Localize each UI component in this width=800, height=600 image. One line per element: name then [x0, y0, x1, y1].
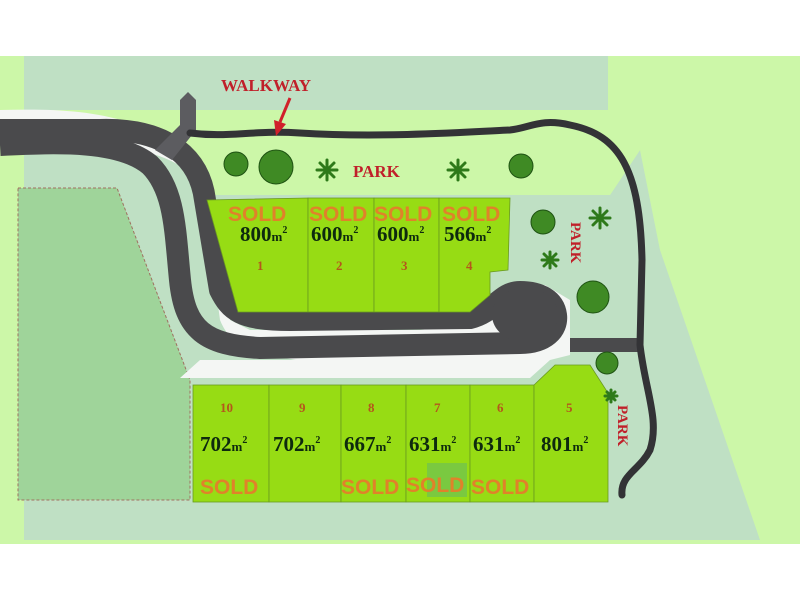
park-label-top: PARK — [353, 162, 400, 181]
lot-8[interactable] — [340, 384, 407, 503]
lot-10[interactable] — [192, 384, 270, 503]
lot-4-number: 4 — [466, 258, 473, 273]
sold-badge-lot-4: SOLD — [442, 203, 501, 226]
lot-10-area: 702m2 — [200, 432, 248, 456]
lot-5-area: 801m2 — [541, 432, 589, 456]
sold-badge-lot-7: SOLD — [406, 474, 465, 497]
cul-de-sac — [492, 288, 558, 342]
lot-9-number: 9 — [299, 400, 306, 415]
lot-6[interactable] — [469, 384, 535, 503]
reserve-top — [24, 56, 608, 110]
sold-badge-lot-2: SOLD — [309, 203, 368, 226]
sold-badge-lot-3: SOLD — [374, 203, 433, 226]
lot-2-number: 2 — [336, 258, 343, 273]
lot-4-area: 566m2 — [444, 222, 492, 246]
arrow-icon — [274, 97, 292, 136]
lot-8-area: 667m2 — [344, 432, 392, 456]
walkway-label: WALKWAY — [221, 76, 312, 95]
lot-7-area: 631m2 — [409, 432, 457, 456]
lot-6-area: 631m2 — [473, 432, 521, 456]
lot-7-number: 7 — [434, 400, 441, 415]
lot-1-number: 1 — [257, 258, 264, 273]
park-label-right: PARK — [567, 222, 583, 264]
lot-10-number: 10 — [220, 400, 233, 415]
lot-1-area: 800m2 — [240, 222, 288, 246]
lot-2-area: 600m2 — [311, 222, 359, 246]
lot-5-number: 5 — [566, 400, 573, 415]
lot-3-area: 600m2 — [377, 222, 425, 246]
lot-8-number: 8 — [368, 400, 375, 415]
road-link — [570, 338, 640, 352]
palm-icon — [315, 158, 619, 404]
walkway-branch — [155, 92, 196, 160]
lot-3-number: 3 — [401, 258, 408, 273]
lot-4[interactable] — [438, 197, 511, 313]
sold-badge-lot-10: SOLD — [200, 476, 259, 499]
tree-icon — [223, 149, 619, 375]
walkway-path — [186, 119, 657, 499]
lot-9-area: 702m2 — [273, 432, 321, 456]
lot-2[interactable] — [307, 197, 375, 313]
park-label-bottom-right: PARK — [614, 405, 630, 447]
sold-badge-lot-8: SOLD — [341, 476, 400, 499]
sold-badge-lot-1: SOLD — [228, 203, 287, 226]
left-block — [17, 187, 191, 501]
lot-9[interactable] — [268, 384, 342, 503]
lot-6-number: 6 — [497, 400, 504, 415]
sold-badge-lot-6: SOLD — [471, 476, 530, 499]
lot-3[interactable] — [373, 197, 440, 313]
